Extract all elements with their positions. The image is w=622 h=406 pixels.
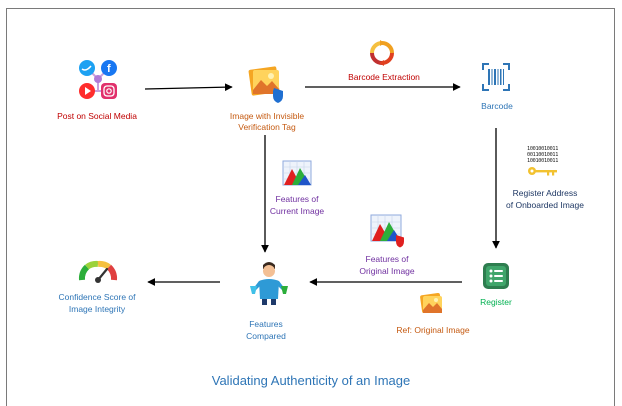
register-address-label-line1: Register Address xyxy=(512,188,578,198)
register-label: Register xyxy=(480,297,512,307)
compare-label-line1: Features xyxy=(249,319,283,329)
original-features-label-line2: Original Image xyxy=(359,266,415,276)
register-list-icon xyxy=(482,262,510,290)
current-features-label-line1: Features of xyxy=(275,194,319,204)
chart-shield-icon xyxy=(370,214,406,248)
binary-row: 00110010011 xyxy=(527,152,559,158)
image-shield-icon xyxy=(247,64,285,104)
register-address-label-line2: of Onboarded Image xyxy=(506,200,584,210)
confidence-label-line2: Image Integrity xyxy=(68,304,126,314)
gauge-icon xyxy=(77,255,119,285)
original-ref-label: Ref: Original Image xyxy=(396,325,470,335)
tagged-image-label-line1: Image with Invisible xyxy=(229,111,305,121)
diagram-title: Validating Authenticity of an Image xyxy=(211,373,411,388)
social-media-label: Post on Social Media xyxy=(57,111,137,121)
barcode-label: Barcode xyxy=(481,101,513,111)
current-features-label-line2: Current Image xyxy=(269,206,325,216)
binary-row: 10010010011 xyxy=(527,146,559,152)
refresh-cycle-icon xyxy=(369,40,395,66)
binary-key-icon: 10010010011 00110010011 10010010011 xyxy=(527,146,567,182)
original-image-icon xyxy=(419,291,445,317)
diagram-frame xyxy=(6,8,615,406)
binary-row: 10010010011 xyxy=(527,158,559,164)
svg-text:f: f xyxy=(107,63,111,75)
original-features-label-line1: Features of xyxy=(365,254,409,264)
confidence-label-line1: Confidence Score of xyxy=(58,292,136,302)
barcode-extraction-label: Barcode Extraction xyxy=(348,72,420,82)
person-comparing-icon xyxy=(249,259,289,305)
chart-features-icon xyxy=(282,160,312,186)
compare-label-line2: Compared xyxy=(246,331,286,341)
social-media-icon: f xyxy=(76,57,120,103)
tagged-image-label-line2: Verification Tag xyxy=(238,122,296,132)
barcode-icon xyxy=(481,62,511,92)
